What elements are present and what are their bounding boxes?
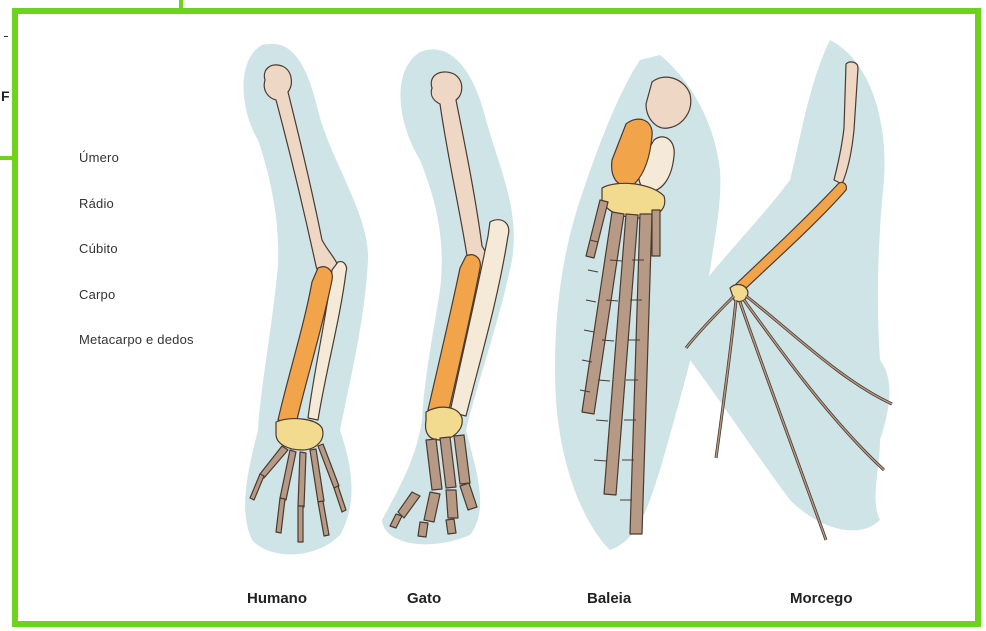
human-carpals <box>276 419 323 450</box>
human-arm <box>244 44 369 555</box>
bat-wing <box>677 40 893 540</box>
caption-cat: Gato <box>407 590 441 607</box>
legend-ulna: Cúbito <box>79 241 194 287</box>
bat-silhouette <box>677 40 890 530</box>
caption-whale: Baleia <box>587 590 631 607</box>
caption-bat: Morcego <box>790 590 853 607</box>
bone-legend: Úmero Rádio Cúbito Carpo Metacarpo e ded… <box>79 150 194 378</box>
legend-digits: Metacarpo e dedos <box>79 332 194 378</box>
legend-carpals: Carpo <box>79 287 194 333</box>
caption-human: Humano <box>247 590 307 607</box>
cat-leg <box>382 49 514 544</box>
legend-radius: Rádio <box>79 196 194 242</box>
legend-humerus: Úmero <box>79 150 194 196</box>
